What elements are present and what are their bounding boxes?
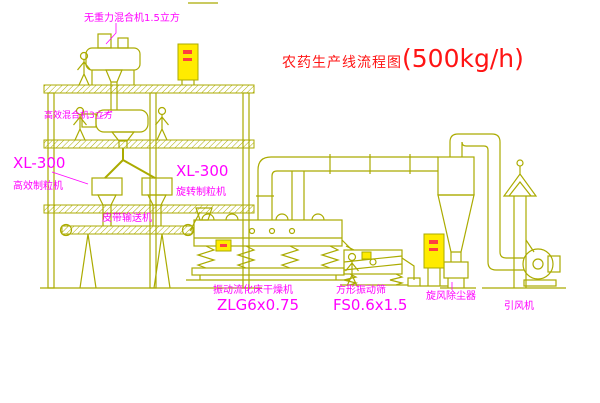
granulator-right-machine <box>141 177 173 226</box>
vibrating-sieve-machine <box>340 249 421 287</box>
label-belt-conveyor: 皮带输送机 <box>102 213 152 224</box>
fan-duct <box>449 133 524 271</box>
label-granulator-mid-model: XL-300 <box>176 162 229 180</box>
label-granulator-mid-name: 旋转制粒机 <box>176 187 226 198</box>
gravity-mixer-machine <box>85 33 141 110</box>
label-fan: 引风机 <box>504 301 534 312</box>
worker-figure <box>154 106 170 141</box>
high-efficiency-mixer-machine <box>81 109 149 148</box>
granulator-left-machine <box>91 177 123 226</box>
control-cabinet-lower <box>420 233 448 287</box>
cyclone-separator-machine <box>437 142 476 289</box>
label-granulator-left-model: XL-300 <box>13 154 66 172</box>
label-cyclone: 旋风除尘器 <box>426 291 476 302</box>
title-capacity: (500kg/h) <box>402 44 524 73</box>
label-sieve-model: FS0.6x1.5 <box>333 296 408 314</box>
steel-structure <box>40 84 262 289</box>
label-granulator-left-name: 高效制粒机 <box>13 181 63 192</box>
control-cabinet-upper <box>177 43 199 85</box>
label-dryer-name: 振动流化床干燥机 <box>213 285 293 296</box>
splitter-duct <box>104 148 156 179</box>
fluid-bed-dryer-machine <box>186 207 355 281</box>
title-text: 农药生产线流程图 <box>282 55 402 71</box>
drawing-title: 农药生产线流程图(500kg/h) <box>282 44 524 73</box>
induced-draft-fan-machine <box>482 248 566 289</box>
exhaust-stack <box>502 159 538 288</box>
leader-lines <box>51 23 453 290</box>
label-dryer-model: ZLG6x0.75 <box>217 296 300 314</box>
belt-conveyor-machine <box>59 211 201 289</box>
label-sieve-name: 方形振动筛 <box>336 285 386 296</box>
exhaust-duct <box>256 154 438 220</box>
label-high-efficiency-mixer: 高效混合机3立方 <box>44 111 113 121</box>
label-gravity-mixer: 无重力混合机1.5立方 <box>84 13 180 24</box>
